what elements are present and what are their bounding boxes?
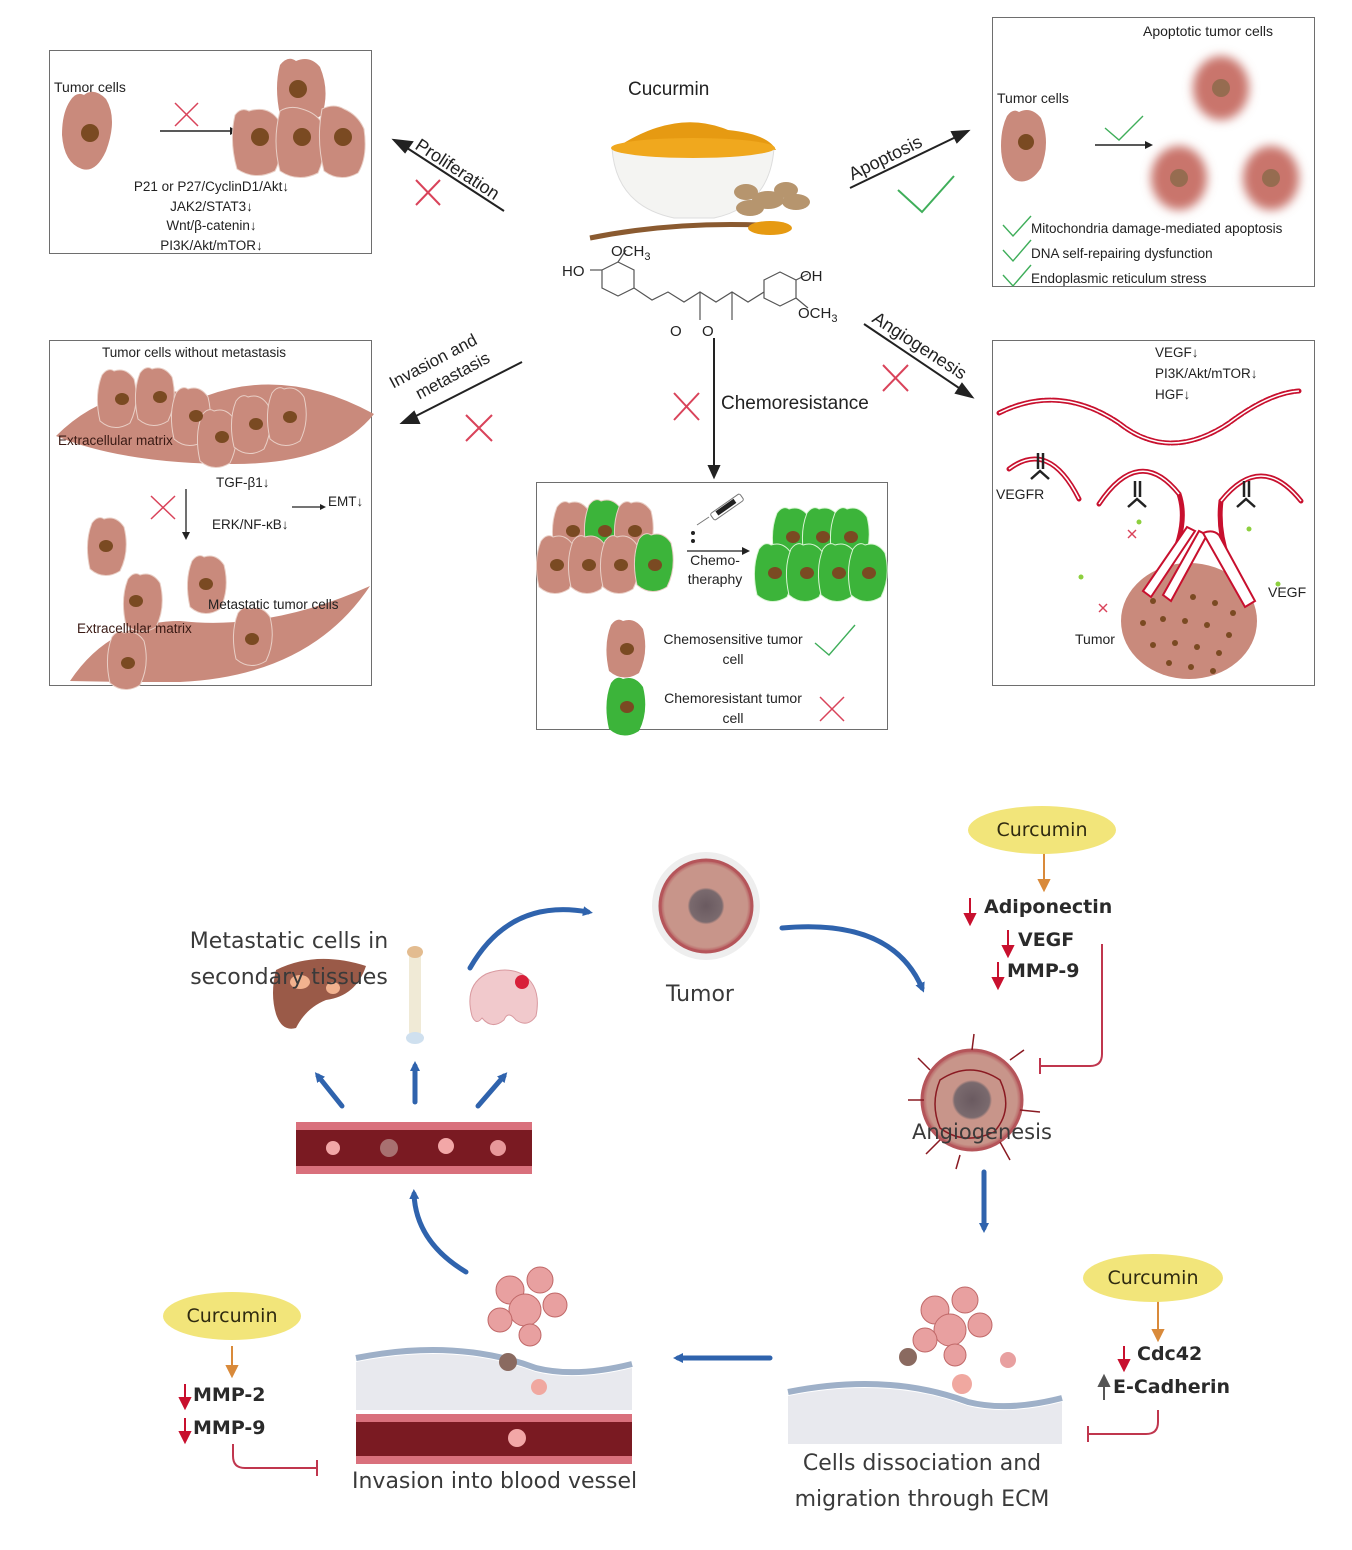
- blood-vessel-icon: [296, 1122, 532, 1174]
- ecm-label-top: Extracellular matrix: [58, 433, 173, 448]
- cell-cluster-icon: [487, 1266, 993, 1367]
- check-icon: [1002, 215, 1032, 238]
- stage-angiogenesis: Angiogenesis: [912, 1120, 1052, 1144]
- chemo-label-1: Chemo-: [690, 552, 740, 568]
- chemoresistance-panel: Chemo- theraphy Chemosensitive tumor cel…: [535, 482, 888, 736]
- metastasis-panel: Tumor cells without metastasis Extracell…: [49, 340, 374, 690]
- molecule-och3-left: OCH3: [611, 243, 651, 263]
- stage-ecm-migration: Cells dissociation and migration through…: [794, 1451, 1050, 1512]
- molecule-ho: HO: [562, 263, 585, 280]
- marker-erk: ERK/NF-κB↓: [212, 517, 289, 532]
- bone-icon: [406, 946, 424, 1044]
- marker-vegf: VEGF↓: [1155, 345, 1199, 360]
- ecm-icon: [787, 1381, 1063, 1444]
- marker-pi3k: PI3K/Akt/mTOR↓: [160, 237, 263, 253]
- curcumin-pill-angiogenesis: Curcumin: [968, 806, 1116, 854]
- metastatic-cells-label: Metastatic tumor cells: [208, 597, 339, 612]
- chemo-illustration: [535, 493, 888, 736]
- brain-icon: [469, 969, 538, 1025]
- cross-icon: [819, 696, 845, 722]
- marker-pi3k-angio: PI3K/Akt/mTOR↓: [1155, 366, 1258, 381]
- tumor-cell-icon: [62, 91, 112, 170]
- tumor-label: Tumor: [1075, 631, 1115, 647]
- vegfr-receptor-icon: [1030, 453, 1256, 508]
- chemoresistant-cell-icon: [606, 677, 646, 736]
- marker-wnt: Wnt/β-catenin↓: [166, 218, 257, 233]
- label-chemoresistance: Chemoresistance: [721, 393, 869, 414]
- molecule-o1: O: [670, 323, 682, 340]
- effect-adiponectin: Adiponectin: [984, 896, 1113, 918]
- legend-chemoresistant: Chemoresistant tumor cell: [664, 690, 802, 726]
- invasion-vessel-icon: [355, 1347, 633, 1464]
- cross-icon: [174, 102, 199, 127]
- tumor-cell-icon: [1001, 110, 1046, 182]
- metastasis-illustration: [56, 367, 374, 690]
- effect-mitochondria: Mitochondria damage-mediated apoptosis: [1031, 221, 1283, 236]
- check-icon: [1104, 115, 1144, 141]
- check-icon: [1002, 264, 1032, 288]
- marker-p21: P21 or P27/CyclinD1/Akt↓: [133, 179, 290, 194]
- tumor-cells-label: Tumor cells: [54, 79, 126, 95]
- effect-cdc42: Cdc42: [1137, 1343, 1203, 1365]
- proliferated-cells-icon: [231, 58, 366, 178]
- angiogenesis-illustration: [996, 388, 1304, 679]
- check-icon: [814, 624, 856, 656]
- cross-icon: [150, 495, 176, 520]
- no-metastasis-label: Tumor cells without metastasis: [102, 345, 287, 360]
- effect-dna: DNA self-repairing dysfunction: [1031, 246, 1213, 261]
- check-icon: [897, 175, 955, 214]
- liver-icon: [273, 958, 366, 1029]
- effect-mmp2: MMP-2: [193, 1384, 266, 1406]
- effect-er-stress: Endoplasmic reticulum stress: [1031, 271, 1207, 286]
- bottom-illustration: [178, 844, 1165, 1476]
- pathway-arrows: [391, 129, 975, 480]
- angiogenesis-panel: VEGF↓ PI3K/Akt/mTOR↓ HGF↓ VEGFR VEGF Tum…: [992, 340, 1315, 686]
- molecule-och3-right: OCH3: [798, 305, 838, 325]
- molecule-oh: OH: [800, 268, 823, 285]
- effect-mmp9-invasion: MMP-9: [193, 1417, 266, 1439]
- apoptosis-panel: Apoptotic tumor cells Tumor cells Mitoch…: [992, 17, 1315, 288]
- curcumin-title: Cucurmin: [628, 79, 710, 100]
- cross-icon: [415, 179, 909, 442]
- effect-vegf: VEGF: [1018, 929, 1075, 951]
- effect-mmp9-angio: MMP-9: [1007, 960, 1080, 982]
- effect-ecadherin: E-Cadherin: [1113, 1376, 1231, 1398]
- vegf-dot-icon: [1078, 519, 1281, 587]
- proliferation-illustration: [62, 58, 366, 178]
- syringe-icon: [691, 493, 744, 543]
- angiogenesis-tumor-icon: [908, 1033, 1041, 1170]
- curcumin-pill-invasion: Curcumin: [163, 1292, 301, 1340]
- check-icon: [1002, 239, 1032, 263]
- tumor-icon: [652, 852, 760, 960]
- marker-tgf: TGF-β1↓: [216, 475, 270, 490]
- chemosensitive-cell-icon: [606, 619, 646, 678]
- ecm-label-bottom: Extracellular matrix: [77, 621, 192, 636]
- marker-emt: EMT↓: [328, 494, 364, 509]
- tumor-cells-label: Tumor cells: [997, 90, 1069, 106]
- vegfr-label: VEGFR: [996, 486, 1045, 502]
- stage-tumor: Tumor: [666, 982, 734, 1007]
- turmeric-bowl-image: [589, 122, 810, 241]
- curcumin-molecule-structure: [590, 249, 809, 320]
- marker-hgf: HGF↓: [1155, 387, 1191, 402]
- apoptosis-illustration: [1001, 56, 1299, 288]
- curcumin-pill-ecm: Curcumin: [1083, 1254, 1223, 1302]
- vegf-label: VEGF: [1268, 584, 1307, 600]
- chemo-label-2: theraphy: [687, 571, 743, 587]
- proliferation-panel: Tumor cells P21 or P27/CyclinD1/Akt↓ JAK…: [49, 50, 372, 254]
- legend-chemosensitive: Chemosensitive tumor cell: [663, 631, 803, 667]
- stage-metastatic-cells: Metastatic cells in secondary tissues: [189, 929, 389, 990]
- molecule-o2: O: [702, 323, 714, 340]
- stage-invasion: Invasion into blood vessel: [352, 1469, 638, 1494]
- apoptotic-cells-label: Apoptotic tumor cells: [1143, 23, 1273, 39]
- cross-icon: [1098, 529, 1137, 613]
- marker-jak2: JAK2/STAT3↓: [170, 198, 253, 214]
